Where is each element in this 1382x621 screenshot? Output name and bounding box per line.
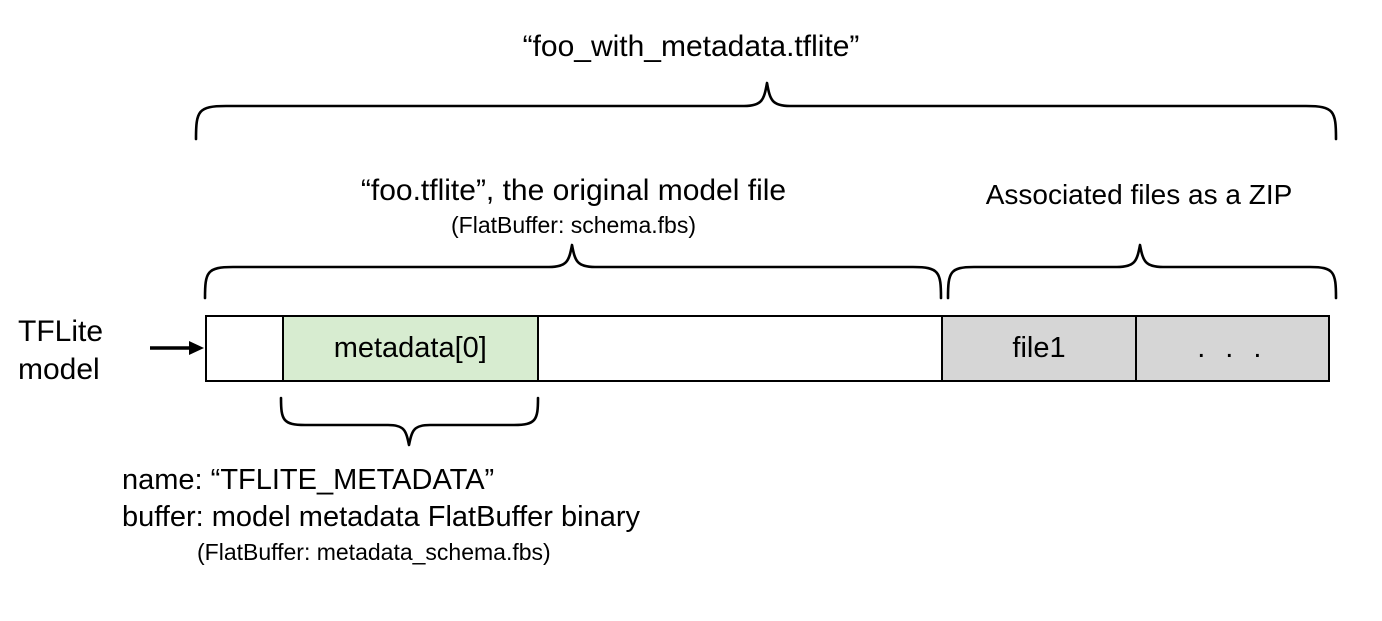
tflite-model-label-line2: model	[18, 353, 100, 386]
metadata-note-buffer: buffer: model metadata FlatBuffer binary	[122, 501, 640, 533]
bar-cell-metadata-entry: metadata[0]	[281, 317, 539, 380]
bar-cell-zip-file1: file1	[941, 317, 1135, 380]
zip-section-label: Associated files as a ZIP	[985, 179, 1293, 210]
tflite-model-bar: metadata[0] file1 . . .	[205, 315, 1330, 382]
model-file-label-line2: (FlatBuffer: schema.fbs)	[451, 212, 696, 238]
brace-full-file	[194, 81, 1338, 141]
pointer-arrow-icon	[150, 341, 204, 355]
model-file-section-label: “foo.tflite”, the original model file (F…	[205, 172, 942, 240]
brace-model-file	[203, 243, 943, 300]
tflite-model-label: TFLite model	[18, 313, 148, 389]
metadata-note-schema: (FlatBuffer: metadata_schema.fbs)	[197, 539, 551, 565]
metadata-note-name: name: “TFLITE_METADATA”	[122, 464, 495, 496]
bar-cell-model-body	[538, 317, 942, 380]
bar-cell-zip-more: . . .	[1134, 317, 1328, 380]
metadata-note: name: “TFLITE_METADATA” buffer: model me…	[122, 462, 942, 569]
bar-cell-leading-padding	[207, 317, 282, 380]
page-title: “foo_with_metadata.tflite”	[522, 30, 860, 63]
brace-metadata-entry	[279, 396, 540, 447]
tflite-model-label-line1: TFLite	[18, 315, 104, 348]
model-file-label-line1: “foo.tflite”, the original model file	[360, 174, 787, 207]
brace-zip-files	[946, 243, 1338, 300]
